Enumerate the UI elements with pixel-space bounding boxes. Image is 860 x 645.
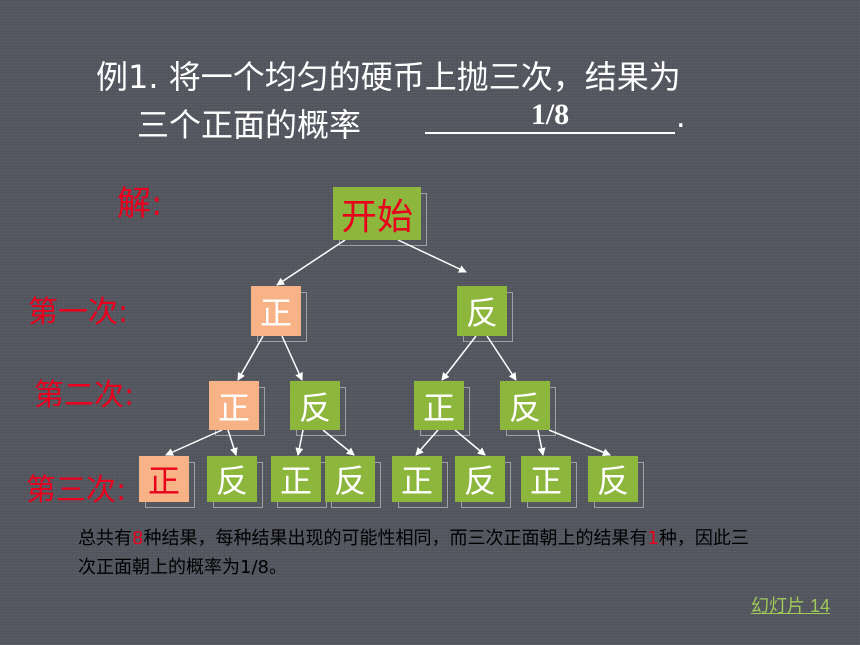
tree-node-l2-1: 反 (290, 381, 346, 436)
edge-l2-1-l3-3 (322, 429, 355, 456)
answer-value: 1/8 (530, 98, 570, 131)
edge-l1-0-l2-1 (281, 335, 303, 381)
edge-l2-2-l3-4 (415, 429, 439, 456)
edge-l2-3-l3-6 (537, 429, 546, 456)
tree-node-l3-7: 反 (588, 456, 644, 508)
tree-node-l1-heads: 正 (251, 286, 307, 342)
tree-node-root: 开始 (333, 187, 427, 246)
tree-node-l1-tails: 反 (457, 286, 513, 342)
question-period: . (676, 100, 686, 135)
conclusion-text: 总共有8种结果，每种结果出现的可能性相同，而三次正面朝上的结果有1种，因此三次正… (78, 524, 758, 582)
question-line-1: 例1. 将一个均匀的硬币上抛三次，结果为 (96, 58, 681, 96)
tree-node-l2-0: 正 (209, 381, 265, 436)
edge-l2-0-l3-0 (165, 429, 223, 456)
edge-l2-3-l3-7 (548, 429, 611, 457)
edge-root-l1-0 (276, 239, 346, 286)
edge-l2-0-l3-1 (227, 429, 238, 456)
level-label-first: 第一次: (28, 295, 129, 330)
edge-l2-2-l3-5 (454, 429, 486, 456)
tree-node-l3-1: 反 (207, 456, 263, 508)
conclusion-count-total: 8 (132, 528, 144, 549)
tree-node-l3-0: 正 (139, 456, 195, 508)
edge-l1-1-l2-3 (486, 335, 517, 381)
conclusion-count-favorable: 1 (647, 528, 659, 549)
edge-l1-0-l2-0 (237, 335, 264, 381)
conclusion-part-1: 总共有 (78, 528, 132, 549)
solution-label: 解: (117, 184, 163, 224)
answer-blank: 1/8 (425, 96, 675, 134)
edge-l2-1-l3-2 (295, 429, 304, 456)
tree-node-l3-2: 正 (271, 456, 327, 508)
level-label-third: 第三次: (26, 473, 127, 508)
tree-node-l2-3: 反 (500, 381, 556, 436)
tree-node-l2-2: 正 (414, 381, 470, 436)
tree-node-l3-6: 正 (521, 456, 577, 508)
conclusion-part-3: 种，因此三次正面朝上的概率为1/8。 (78, 528, 749, 578)
tree-node-l3-3: 反 (325, 456, 381, 508)
tree-node-l3-4: 正 (392, 456, 448, 508)
level-label-second: 第二次: (34, 378, 135, 413)
slide-number-link[interactable]: 幻灯片 14 (750, 596, 830, 616)
edge-l1-1-l2-2 (441, 335, 477, 381)
tree-node-l3-5: 反 (455, 456, 511, 508)
conclusion-part-2: 种结果，每种结果出现的可能性相同，而三次正面朝上的结果有 (143, 528, 648, 549)
question-line-2: 三个正面的概率 (137, 106, 362, 144)
edge-root-l1-1 (397, 239, 467, 273)
